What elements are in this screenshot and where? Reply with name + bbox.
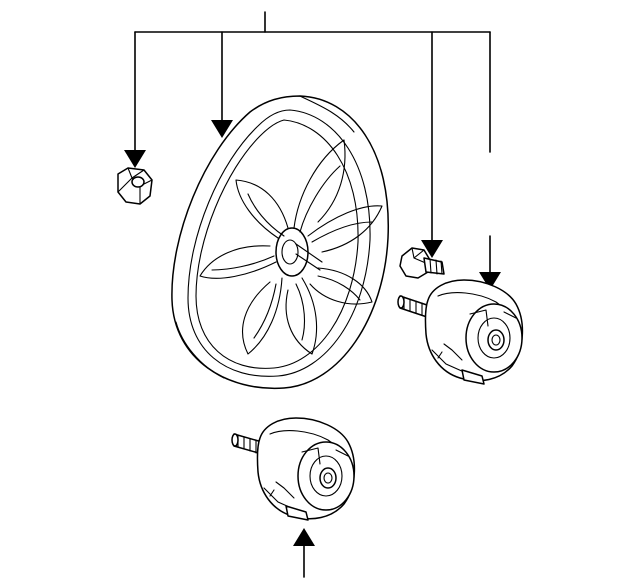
leader-to-nut	[124, 31, 146, 168]
bolt-icon	[399, 247, 445, 279]
fan-icon	[171, 95, 389, 390]
leader-to-motor-upper	[479, 31, 501, 290]
motor-icon	[231, 417, 356, 521]
motor-icon	[397, 279, 524, 385]
arrow-up-icon	[293, 528, 315, 546]
nut-icon	[117, 167, 153, 205]
arrow-down-icon	[479, 272, 501, 290]
arrow-down-icon	[124, 150, 146, 168]
leader-to-motor-lower	[293, 528, 315, 578]
leader-to-fan	[211, 31, 233, 138]
arrow-down-icon	[211, 120, 233, 138]
arrow-down-icon	[421, 240, 443, 258]
callout-bracket	[134, 11, 491, 33]
leader-to-bolt	[421, 31, 443, 258]
